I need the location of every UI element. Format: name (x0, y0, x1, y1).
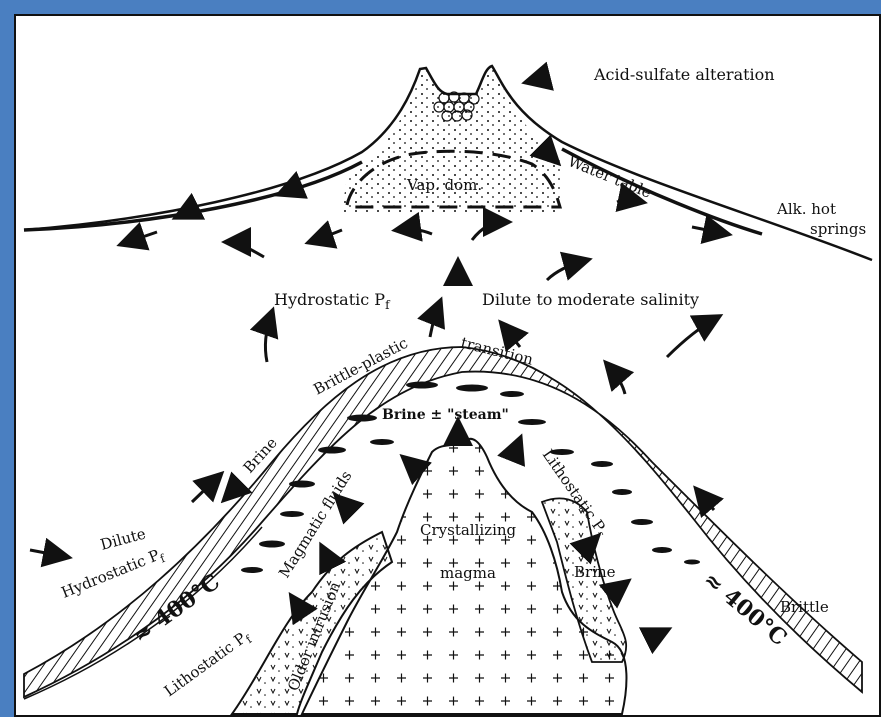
label-magma: magma (440, 564, 496, 582)
diagram-panel: Acid-sulfate alteration Vap. dom. Water … (14, 14, 881, 717)
label-hydrostatic-upper: Hydrostatic Pf (274, 290, 391, 312)
label-dilute-left: Dilute (98, 524, 147, 553)
label-alk-hot-1: Alk. hot (776, 200, 836, 218)
label-lithostatic-left: Lithostatic Pf (161, 626, 255, 702)
ground-surface-thick (24, 162, 362, 230)
label-brine-steam: Brine ± "steam" (382, 407, 509, 423)
hydrothermal-diagram: Acid-sulfate alteration Vap. dom. Water … (16, 16, 879, 715)
label-brine-right: Brine (574, 563, 616, 581)
label-alk-hot-2: springs (810, 220, 866, 238)
label-vap-dom: Vap. dom. (406, 176, 482, 194)
label-dilute-moderate: Dilute to moderate salinity (482, 290, 699, 309)
label-brittle: Brittle (780, 598, 829, 616)
label-crystallizing: Crystallizing (420, 521, 517, 539)
label-acid-sulfate: Acid-sulfate alteration (593, 65, 775, 84)
